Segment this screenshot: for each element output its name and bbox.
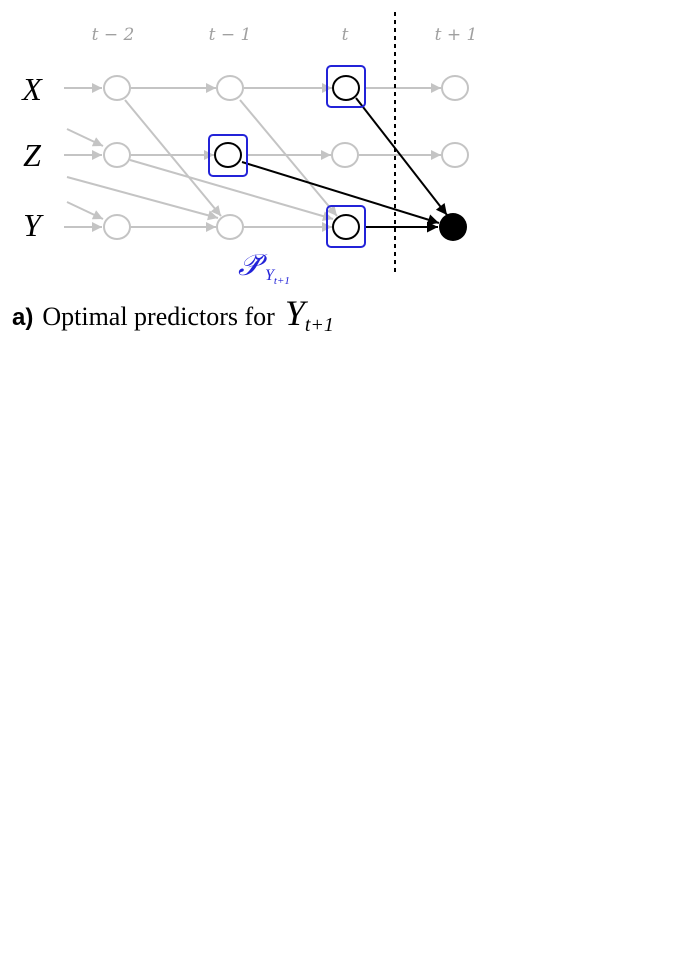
node-z-t-minus-1 [214, 142, 242, 168]
node-z-t [331, 142, 359, 168]
causal-time-series-diagram: t − 2 t − 1 t t + 1 X Z Y [20, 12, 478, 287]
selection-box-x-t [326, 65, 366, 108]
caption-variable-subscript: t+1 [304, 314, 334, 336]
predictor-set-label: 𝒫̆ Yt+1 [238, 249, 290, 287]
predictor-nodes [214, 75, 360, 240]
edge-x-tm1-y-t [239, 99, 338, 217]
node-x-t-minus-2 [103, 75, 131, 101]
edge-z-tm2-y-t [129, 159, 334, 222]
predictor-set-subscript: Yt+1 [265, 267, 290, 287]
target-node-y-t-plus-1 [439, 213, 467, 241]
variable-label-z: Z [23, 137, 42, 173]
node-x-t [332, 75, 360, 101]
node-y-t-minus-1 [216, 214, 244, 240]
time-label-t-minus-1: t − 1 [209, 25, 252, 45]
node-z-t-plus-1 [441, 142, 469, 168]
figure-caption: a) Optimal predictors for Yt+1 [12, 292, 334, 337]
node-x-t-plus-1 [441, 75, 469, 101]
caption-panel-letter: a) [12, 304, 34, 331]
node-y-t-minus-2 [103, 214, 131, 240]
predictor-set-symbol: 𝒫̆ [238, 249, 268, 282]
predictor-edges [241, 97, 448, 233]
edge-in-diag-y-b [66, 176, 219, 221]
predictor-selection-boxes [208, 65, 366, 248]
edge-in-diag-z [66, 128, 104, 147]
context-edges [64, 83, 441, 232]
time-label-t: t [342, 25, 349, 45]
caption-text: Optimal predictors for [42, 302, 275, 331]
caption-variable: Yt+1 [284, 293, 334, 336]
variable-label-y: Y [23, 207, 44, 243]
node-y-t [332, 214, 360, 240]
node-z-t-minus-2 [103, 142, 131, 168]
edge-x-t-to-target [355, 97, 448, 216]
edge-z-tm1-to-target [241, 161, 440, 226]
time-label-t-minus-2: t − 2 [92, 25, 135, 45]
selection-box-y-t [326, 205, 366, 248]
time-label-t-plus-1: t + 1 [435, 25, 478, 45]
selection-box-z-tm1 [208, 134, 248, 177]
node-x-t-minus-1 [216, 75, 244, 101]
context-nodes [103, 75, 469, 240]
edge-x-tm2-y-tm1 [124, 99, 222, 217]
edge-in-diag-y-a [66, 201, 104, 220]
variable-label-x: X [20, 71, 43, 107]
